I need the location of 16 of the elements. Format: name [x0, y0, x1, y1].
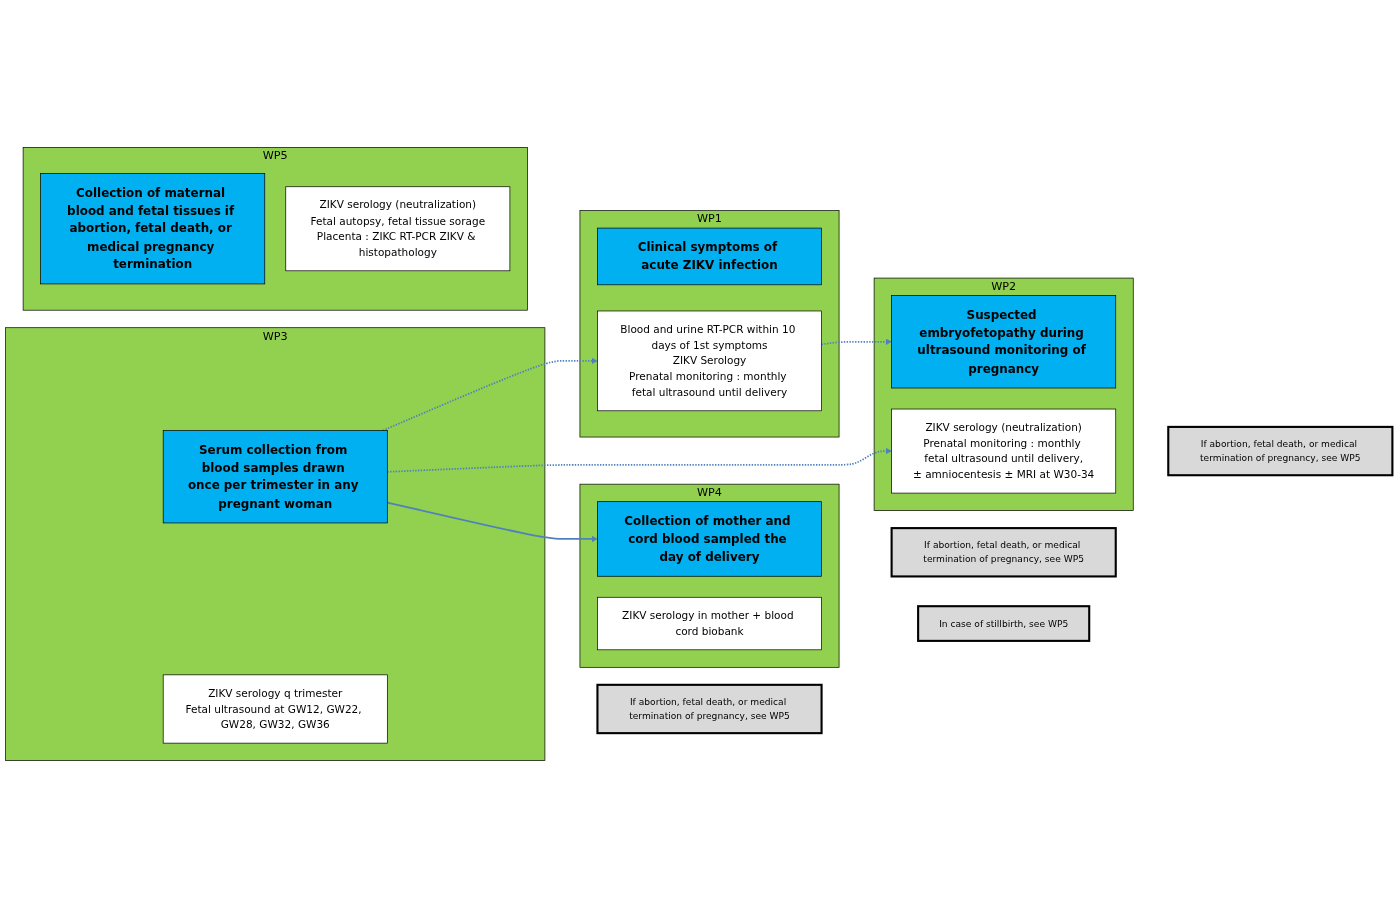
arrow: [382, 357, 598, 432]
node-box: Clinical symptoms of acute ZIKV infection: [597, 227, 822, 286]
node-box: Blood and urine RT-PCR within 10 days of 1st symptoms ZIKV Serology Prenatal monitoring : monthly fetal ultrasound until delivery: [597, 310, 822, 412]
node-box: Serum collection from blood samples drawn once per trimester in any pregnant woman: [162, 430, 388, 524]
node-box: If abortion, fetal death, or medical termination of pregnancy, see WP5: [1167, 425, 1394, 477]
node-box: ZIKV serology (neutralization) Fetal autopsy, fetal tissue sorage Placenta : ZIKC RT-PCR ZIKV & histopathology: [285, 186, 511, 272]
node-box: Collection of maternal blood and fetal tissues if abortion, fetal death, or medical pregnancy termination: [40, 173, 266, 285]
node-box: In case of stillbirth, see WP5: [917, 605, 1091, 642]
node-box: If abortion, fetal death, or medical termination of pregnancy, see WP5: [890, 527, 1117, 578]
node-box: If abortion, fetal death, or medical termination of pregnancy, see WP5: [596, 683, 823, 735]
node-box: Suspected embryofetopathy during ultrasound monitoring of pregnancy: [891, 295, 1117, 389]
node-box: ZIKV serology (neutralization) Prenatal monitoring : monthly fetal ultrasound until delivery, ± amniocentesis ± MRI at W30-34: [891, 408, 1117, 494]
node-box: Collection of mother and cord blood sampled the day of delivery: [597, 501, 822, 577]
node-box: ZIKV serology q trimester Fetal ultrasound at GW12, GW22, GW28, GW32, GW36: [162, 674, 388, 744]
arrow: [386, 501, 598, 543]
node-box: ZIKV serology in mother + blood cord biobank: [597, 596, 822, 651]
